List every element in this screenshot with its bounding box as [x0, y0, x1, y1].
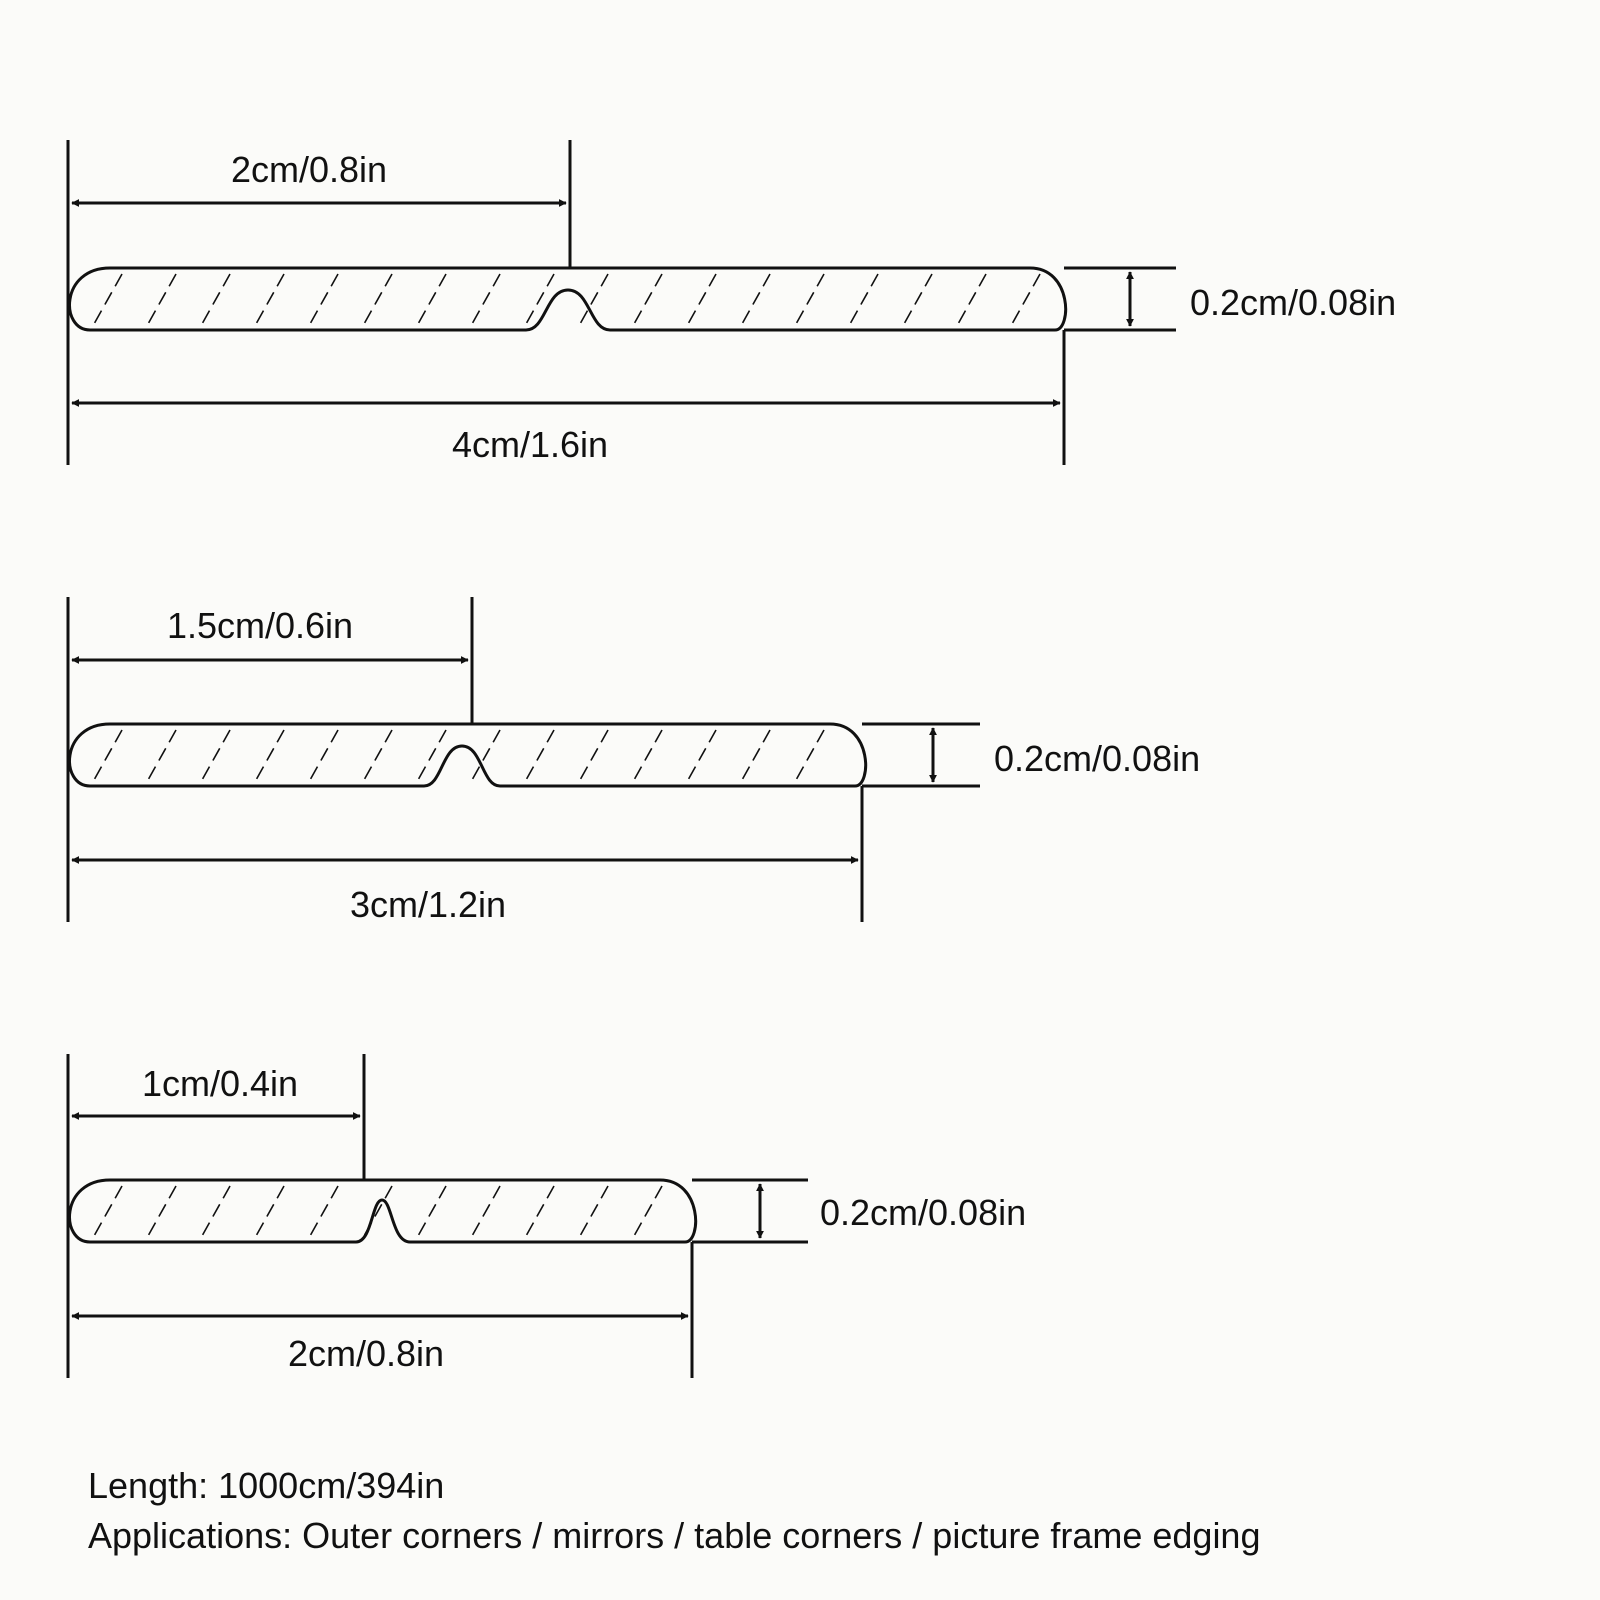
hatching — [93, 1185, 663, 1237]
width-dimension-label: 2cm/0.8in — [288, 1333, 444, 1374]
strip-profile — [68, 722, 868, 788]
strip-4cm: 2cm/0.8in 0.2cm/0.08in 4cm/1.6in — [66, 140, 1396, 465]
thickness-dimension-label: 0.2cm/0.08in — [820, 1192, 1026, 1233]
strip-3cm: 1.5cm/0.6in 0.2cm/0.08in 3cm/1.2in — [66, 597, 1200, 925]
width-dimension-label: 4cm/1.6in — [452, 424, 608, 465]
hatching — [93, 273, 1041, 325]
thickness-dimension-label: 0.2cm/0.08in — [1190, 282, 1396, 323]
notch-dimension-label: 2cm/0.8in — [231, 149, 387, 190]
strip-2cm: 1cm/0.4in 0.2cm/0.08in 2cm/0.8in — [66, 1054, 1026, 1378]
hatching — [93, 729, 825, 781]
strip-profile — [68, 1178, 698, 1244]
width-dimension-label: 3cm/1.2in — [350, 884, 506, 925]
thickness-dimension-label: 0.2cm/0.08in — [994, 738, 1200, 779]
applications-note: Applications: Outer corners / mirrors / … — [88, 1515, 1260, 1556]
length-note: Length: 1000cm/394in — [88, 1465, 444, 1506]
strip-profile — [68, 266, 1068, 332]
notch-dimension-label: 1cm/0.4in — [142, 1063, 298, 1104]
notch-dimension-label: 1.5cm/0.6in — [167, 605, 353, 646]
